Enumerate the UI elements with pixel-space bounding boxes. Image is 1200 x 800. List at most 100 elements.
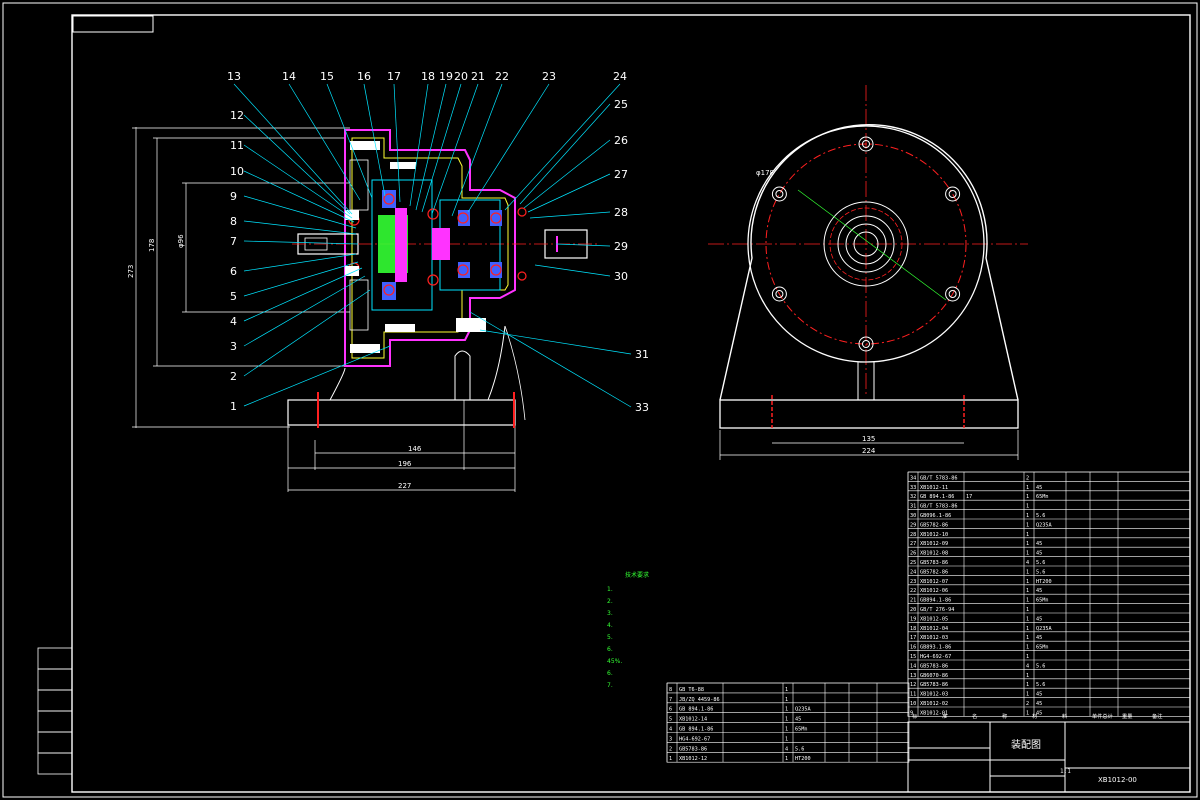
part-label: 26 xyxy=(614,134,628,147)
inner-border xyxy=(71,14,1191,793)
bom-cell: 1 xyxy=(1026,513,1029,519)
bom-cell: HG4-692-67 xyxy=(920,654,951,660)
part-label: 18 xyxy=(421,70,435,83)
part-label: 30 xyxy=(614,270,628,283)
section-view: 273 178 φ96 146 196 227 xyxy=(127,70,649,492)
bom-cell: XB1012-10 xyxy=(920,532,948,538)
part-label: 1 xyxy=(230,400,237,413)
title-block: 装配图 XB1012-00 1:1 标准名称材料单件总计重量备注 xyxy=(907,712,1191,793)
bom-cell: GB/T 5783-86 xyxy=(920,475,957,481)
bom-cell: 33 xyxy=(910,485,916,491)
title-stamp xyxy=(72,15,154,33)
notes-line: 3. xyxy=(607,610,613,617)
title-header-cell: 单件总计 xyxy=(1092,712,1113,720)
part-label: 19 xyxy=(439,70,453,83)
part-label: 8 xyxy=(230,215,237,228)
bom-cell: 4 xyxy=(1026,663,1029,669)
notes-line: 6. xyxy=(607,646,613,653)
part-label: 5 xyxy=(230,290,237,303)
bolt-hole xyxy=(945,186,961,202)
bom-cell: 45 xyxy=(1036,635,1042,641)
part-label: 20 xyxy=(454,70,468,83)
part-label: 17 xyxy=(387,70,401,83)
title-header-cell: 备注 xyxy=(1152,712,1162,720)
bom-cell: 1 xyxy=(1026,607,1029,613)
bom-cell: 4 xyxy=(1026,560,1029,566)
bom-cell: 34 xyxy=(910,475,916,481)
bolt-hole xyxy=(771,186,787,202)
bom-cell: 45 xyxy=(1036,616,1042,622)
bom-cell: XB1012-11 xyxy=(920,485,948,491)
notes-heading: 技术要求 xyxy=(625,571,649,579)
bom-cell: 45 xyxy=(1036,588,1042,594)
notes-line: 2. xyxy=(607,598,613,605)
part-label: 13 xyxy=(227,70,241,83)
bom-cell: XB1012-01 xyxy=(920,710,948,716)
bom-cell: 65Mn xyxy=(1036,645,1049,651)
bom-cell: GB/T 276-94 xyxy=(920,607,954,613)
bom-cell: 25 xyxy=(910,560,916,566)
bom-cell: 21 xyxy=(910,598,916,604)
bom-cell: 2 xyxy=(669,746,672,752)
bom-cell: GB893.1-86 xyxy=(920,645,951,651)
bom-cell: 11 xyxy=(910,692,916,698)
bom-cell: 20 xyxy=(910,607,916,613)
dim-side-b: 224 xyxy=(862,447,876,455)
bom-cell: 1 xyxy=(1026,504,1029,510)
bom-cell: XB1012-03 xyxy=(920,635,948,641)
bom-cell: 1 xyxy=(1026,682,1029,688)
bom-cell: 13 xyxy=(910,673,916,679)
bolt-hole xyxy=(945,286,961,302)
bom-cell: 6 xyxy=(669,707,672,713)
bom-cell: HG4-692-67 xyxy=(679,736,710,742)
bolt-hole xyxy=(771,286,787,302)
bom-cell: 24 xyxy=(910,569,916,575)
part-label: 15 xyxy=(320,70,334,83)
notes-line: 7. xyxy=(607,682,613,689)
part-label: 23 xyxy=(542,70,556,83)
bom-cell: 3 xyxy=(669,736,672,742)
bom-cell: 14 xyxy=(910,663,916,669)
bom-cell: 26 xyxy=(910,551,916,557)
dim-base-b: 196 xyxy=(398,460,412,468)
part-label: 21 xyxy=(471,70,485,83)
bom-cell: GB5783-86 xyxy=(920,560,948,566)
notes-line: 1. xyxy=(607,586,613,593)
bom-cell: 1 xyxy=(1026,635,1029,641)
bom-cell: 1 xyxy=(785,707,788,713)
bom-cell: GB5783-86 xyxy=(920,682,948,688)
title-header-cell: 标 xyxy=(912,712,917,720)
bom-cell: 45 xyxy=(795,717,801,723)
dim-bolt-circle: φ178 xyxy=(756,169,774,177)
part-label: 12 xyxy=(230,109,244,122)
part-label: 9 xyxy=(230,190,237,203)
bom-cell: GB 894.1-86 xyxy=(679,707,713,713)
bom-cell: XB1012-06 xyxy=(920,588,948,594)
bom-cell: 17 xyxy=(910,635,916,641)
bom-cell: 28 xyxy=(910,532,916,538)
bom-cell: 1 xyxy=(1026,673,1029,679)
bom-cell: 1 xyxy=(785,736,788,742)
dim-base-c: 227 xyxy=(398,482,411,490)
part-label: 29 xyxy=(614,240,628,253)
bom-cell: 32 xyxy=(910,494,916,500)
bolt-hole-inner xyxy=(862,340,870,348)
part-label: 25 xyxy=(614,98,628,111)
bom-cell: 18 xyxy=(910,626,916,632)
bom-cell: 12 xyxy=(910,682,916,688)
bom-cell: 1 xyxy=(1026,598,1029,604)
part-label: 33 xyxy=(635,401,649,414)
bom-cell: 27 xyxy=(910,541,916,547)
bom-cell: XB1012-07 xyxy=(920,579,948,585)
bom-cell: 10 xyxy=(910,701,916,707)
part-label: 6 xyxy=(230,265,237,278)
bom-cell: 1 xyxy=(1026,485,1029,491)
bom-cell: 45 xyxy=(1036,710,1042,716)
bolt-hole-inner xyxy=(948,290,957,298)
bom-cell: XB1012-04 xyxy=(920,626,948,632)
bom-cell: 1 xyxy=(1026,626,1029,632)
bolt-hole xyxy=(858,136,874,152)
